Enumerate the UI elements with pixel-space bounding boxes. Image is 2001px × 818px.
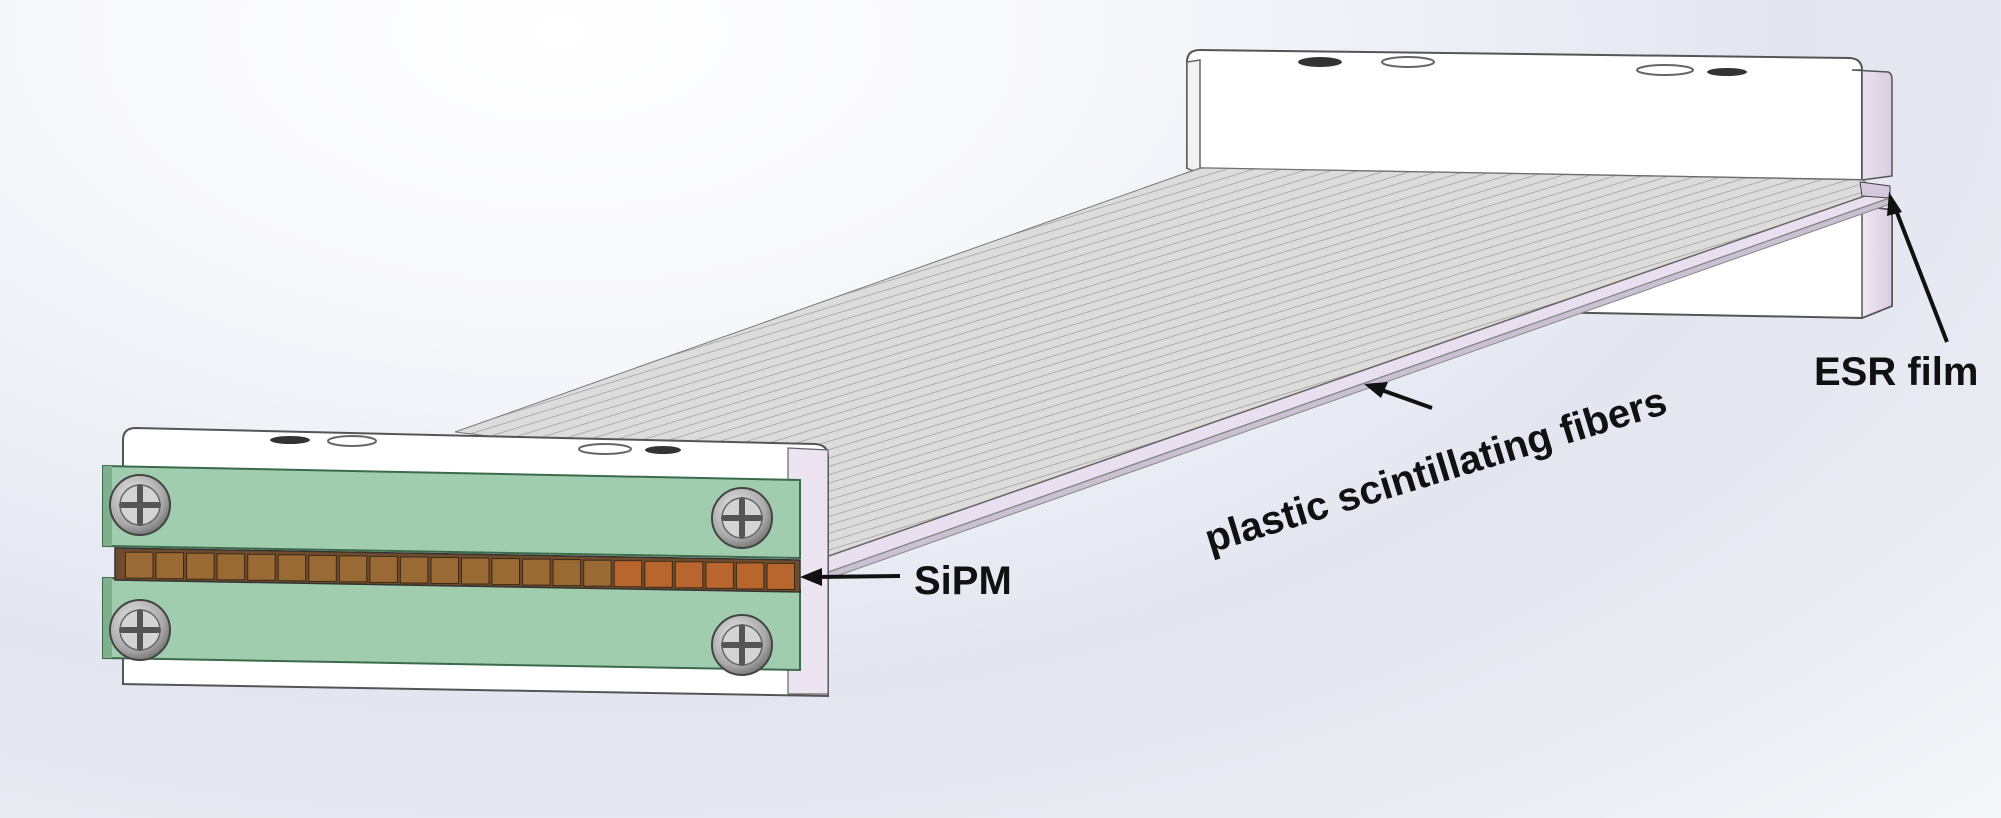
sipm-cell bbox=[277, 554, 307, 582]
screw-icon bbox=[109, 599, 171, 661]
sipm-label: SiPM bbox=[914, 559, 1012, 603]
pcb-board-bottom bbox=[102, 576, 801, 672]
sipm-cell bbox=[399, 556, 429, 584]
fibers-arrow bbox=[1364, 382, 1433, 410]
sipm-cell bbox=[552, 559, 582, 587]
sipm-cell bbox=[155, 552, 184, 580]
sipm-cell bbox=[766, 562, 795, 590]
sipm-arrow bbox=[800, 568, 901, 586]
sipm-cell bbox=[705, 561, 734, 589]
sipm-cell bbox=[430, 557, 459, 584]
sipm-cell bbox=[308, 554, 337, 582]
screw-icon bbox=[109, 474, 171, 536]
sipm-cell bbox=[247, 553, 276, 581]
esr-arrow bbox=[1887, 192, 1949, 343]
sipm-cell bbox=[674, 561, 704, 589]
esr-film-label: ESR film bbox=[1814, 350, 1978, 394]
sipm-cell bbox=[735, 562, 765, 590]
sipm-cell bbox=[644, 560, 673, 588]
screw-icon bbox=[711, 487, 773, 549]
sipm-cell bbox=[491, 558, 520, 586]
pcb-board-top bbox=[102, 464, 801, 560]
sipm-cell bbox=[369, 555, 398, 583]
far-holder-block bbox=[1186, 48, 1893, 182]
screws bbox=[109, 474, 773, 676]
screw-icon bbox=[711, 614, 773, 676]
sipm-cell bbox=[613, 560, 643, 588]
sipm-cell bbox=[186, 552, 215, 580]
sipm-cell bbox=[583, 559, 612, 587]
sipm-cell bbox=[338, 555, 368, 583]
sipm-cell bbox=[522, 558, 551, 586]
sipm-cell bbox=[461, 557, 490, 585]
sipm-cell bbox=[216, 553, 246, 581]
esr-film bbox=[1859, 181, 1891, 199]
sipm-array bbox=[125, 551, 795, 590]
sipm-cell bbox=[125, 551, 154, 579]
